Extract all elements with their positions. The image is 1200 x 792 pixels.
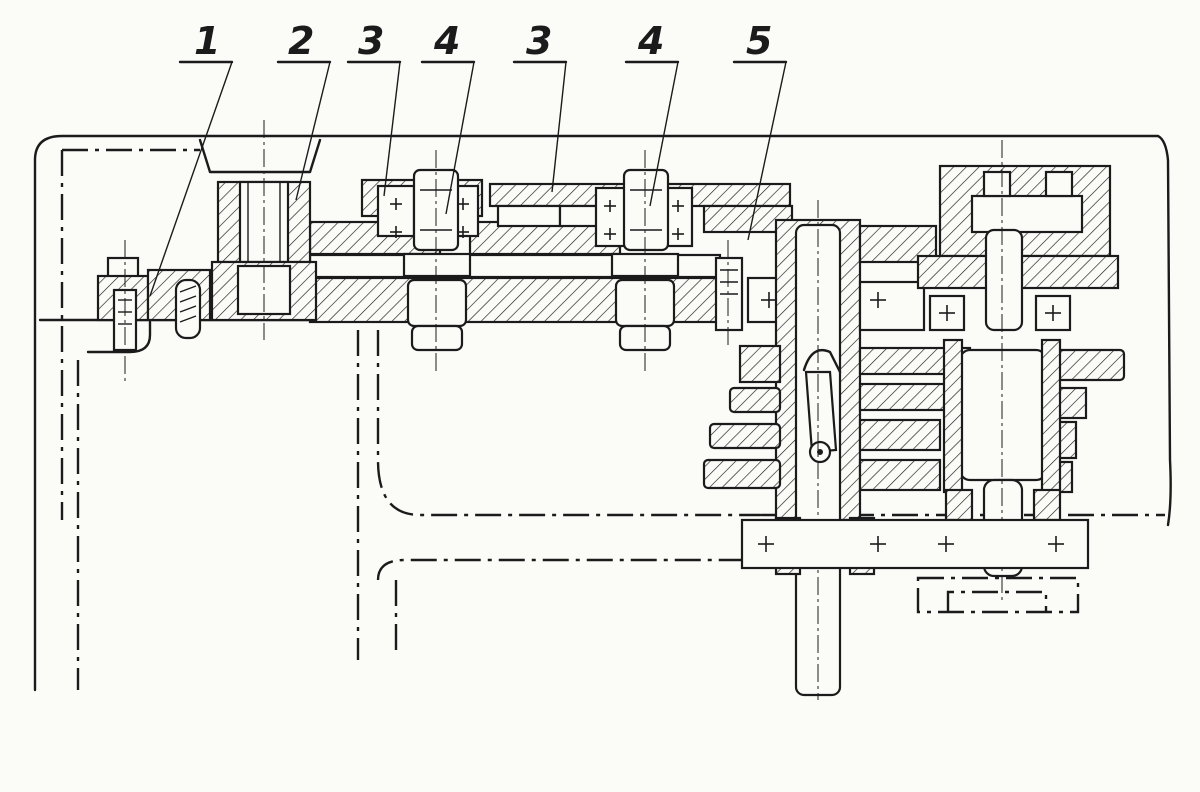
callout-4a: 4 — [433, 19, 460, 63]
callout-5: 5 — [746, 19, 772, 63]
gear-stack-left — [702, 344, 782, 490]
callout-2: 2 — [288, 19, 314, 63]
callout-leaders — [149, 60, 788, 297]
bottom-plate — [740, 518, 1090, 614]
fork-5 — [702, 204, 794, 345]
callout-1: 1 — [194, 19, 220, 63]
callout-3b: 3 — [526, 19, 552, 63]
gear-block-right — [594, 150, 694, 372]
pin — [174, 278, 202, 340]
callout-4b: 4 — [637, 19, 664, 63]
left-bolt — [96, 240, 150, 385]
bushing-2 — [210, 120, 318, 340]
callout-labels: 1 2 3 4 3 4 5 — [194, 19, 772, 63]
callout-3a: 3 — [358, 19, 384, 63]
gear-block-left — [360, 150, 484, 372]
